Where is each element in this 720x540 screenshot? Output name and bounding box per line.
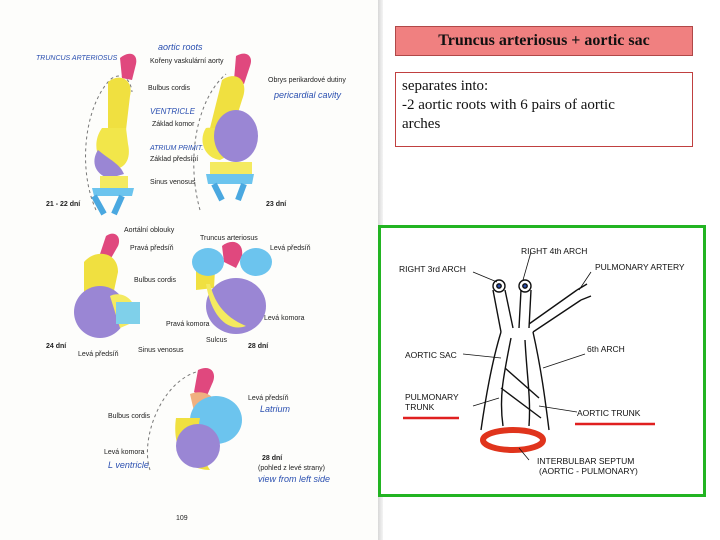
label-obrys: Obrys perikardové dutiny [268, 77, 346, 84]
hand-truncus-1: TRUNCUS ARTERIOSUS [36, 55, 118, 62]
truncus-diagram-frame: RIGHT 3rd ARCH RIGHT 4th ARCH PULMONARY … [378, 225, 706, 497]
heart-28-days-left-view [146, 367, 242, 471]
label-right-4th-arch: RIGHT 4th ARCH [521, 246, 587, 256]
label-pulmonary-artery: PULMONARY ARTERY [595, 262, 685, 272]
interbulbar-septum-ring [480, 427, 546, 453]
description-line-2: -2 aortic roots with 6 pairs of aortic [402, 97, 615, 113]
hand-atrium-3: Latrium [260, 404, 291, 414]
label-day-24: 24 dní [46, 343, 67, 350]
label-aortic-sac: AORTIC SAC [405, 350, 457, 360]
slide-title: Truncus arteriosus + aortic sac [395, 26, 693, 56]
hand-pericardial: pericardial cavity [273, 90, 342, 100]
label-pulmonary-trunk-2: TRUNK [405, 402, 435, 412]
label-leva-komora-2: Levá komora [264, 315, 305, 322]
description-line-3: arches [402, 116, 441, 132]
description-line-1: separates into: [402, 78, 489, 94]
label-leva-predsin: Levá předsíň [270, 245, 311, 252]
label-bulbus-1: Bulbus cordis [148, 85, 191, 92]
hand-aortic-roots: aortic roots [158, 42, 203, 52]
hand-ventricle-1: VENTRICLE [150, 107, 196, 116]
label-prava-predsin: Pravá předsíň [130, 245, 174, 252]
label-sinus-1: Sinus venosus [150, 179, 196, 186]
heart-23-days [193, 53, 258, 211]
label-sulcus: Sulcus [206, 337, 228, 344]
page-number: 109 [176, 515, 188, 522]
description-box: separates into: -2 aortic roots with 6 p… [395, 72, 693, 147]
label-day-21-22: 21 - 22 dní [46, 201, 81, 208]
label-right-3rd-arch: RIGHT 3rd ARCH [399, 264, 466, 274]
heart-28-days-front [192, 241, 272, 334]
label-aortic-pulmonary: (AORTIC - PULMONARY) [539, 466, 638, 476]
label-6th-arch: 6th ARCH [587, 344, 625, 354]
label-zaklad-predsini: Základ předsíní [150, 156, 198, 163]
label-interbulbar-septum: INTERBULBAR SEPTUM [537, 456, 634, 466]
label-leva-predsin-3: Levá předsíň [248, 395, 289, 402]
label-left-note: (pohled z levé strany) [258, 465, 325, 472]
heart-21-22-days [85, 53, 137, 216]
label-aortic-trunk: AORTIC TRUNK [577, 408, 641, 418]
label-zaklad-komor: Základ komor [152, 121, 195, 128]
label-leva-predsin-b: Levá předsíň [78, 351, 119, 358]
atlas-page-image: TRUNCUS ARTERIOSUS aortic roots Kořeny v… [36, 42, 347, 522]
hand-atrium-1: ATRIUM PRIMIT. [149, 145, 203, 152]
hand-view-left: view from left side [258, 474, 330, 484]
label-sinus-2: Sinus venosus [138, 347, 184, 354]
slide-title-text: Truncus arteriosus + aortic sac [438, 32, 650, 49]
label-bulbus-3: Bulbus cordis [108, 413, 151, 420]
label-day-23: 23 dní [266, 201, 287, 208]
hand-ventricle-3: L ventricle [108, 460, 149, 470]
label-koreny: Kořeny vaskulární aorty [150, 58, 224, 65]
leader-lines [462, 251, 592, 461]
truncus-drawing [480, 279, 592, 431]
label-pulmonary-trunk-1: PULMONARY [405, 392, 459, 402]
label-leva-komora-3: Levá komora [104, 449, 145, 456]
label-bulbus-2: Bulbus cordis [134, 277, 177, 284]
label-aortalni: Aortální oblouky [124, 227, 175, 234]
label-day-28: 28 dní [248, 343, 269, 350]
label-truncus: Truncus arteriosus [200, 235, 258, 242]
heart-24-days [74, 233, 140, 338]
label-prava-komora: Pravá komora [166, 321, 210, 328]
label-day-28-b: 28 dní [262, 455, 283, 462]
